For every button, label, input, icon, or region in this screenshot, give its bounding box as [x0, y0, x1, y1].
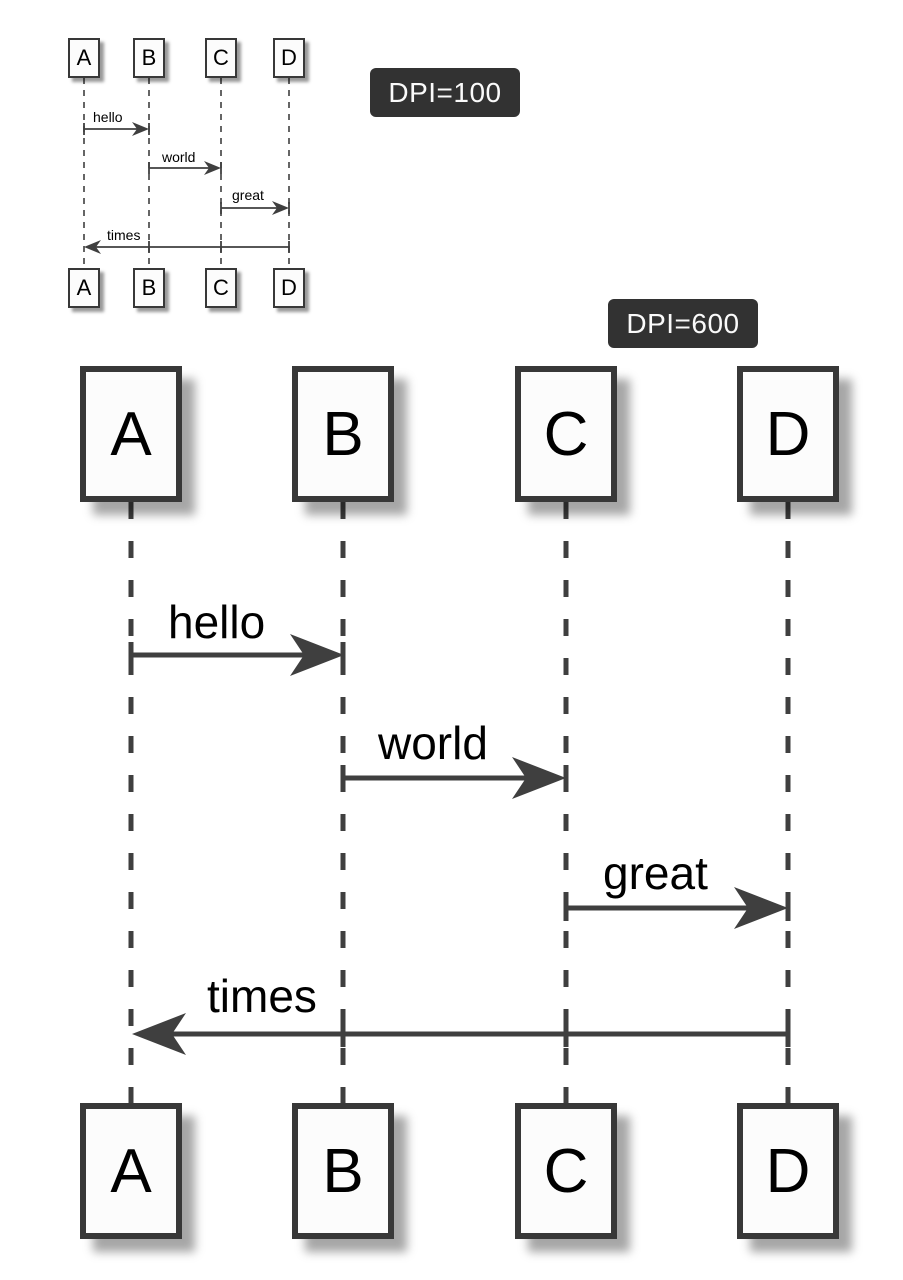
participant-label: B — [322, 399, 364, 469]
arrowhead-right-icon — [204, 161, 221, 175]
participant-box-d-top-large: D — [737, 366, 839, 502]
arrowhead-right-icon — [512, 757, 566, 799]
message-label-world-large: world — [378, 717, 488, 769]
arrowhead-right-icon — [132, 122, 149, 136]
participant-label: D — [281, 45, 297, 70]
participant-box-a-top-large: A — [80, 366, 182, 502]
participant-box-c-top-small: C — [205, 38, 237, 78]
participant-box-d-bottom-small: D — [273, 268, 305, 308]
participant-box-a-top-small: A — [68, 38, 100, 78]
participant-box-c-bottom-small: C — [205, 268, 237, 308]
participant-label: B — [141, 275, 157, 300]
arrowhead-right-icon — [272, 201, 289, 215]
participant-box-b-bottom-large: B — [292, 1103, 394, 1239]
participant-label: B — [322, 1136, 364, 1206]
arrowhead-right-icon — [734, 887, 788, 929]
participant-box-a-bottom-large: A — [80, 1103, 182, 1239]
dpi-600-badge: DPI=600 — [608, 299, 758, 348]
message-label-great-small: great — [232, 187, 264, 203]
participant-box-d-bottom-large: D — [737, 1103, 839, 1239]
messages-small — [83, 122, 290, 254]
dpi-100-badge: DPI=100 — [370, 68, 520, 117]
arrowhead-left-icon — [132, 1013, 186, 1055]
participant-label: A — [76, 275, 92, 300]
lifelines-small — [83, 78, 290, 268]
message-label-times-small: times — [107, 227, 141, 243]
participant-label: A — [76, 45, 92, 70]
participant-box-d-top-small: D — [273, 38, 305, 78]
participant-label: C — [213, 45, 229, 70]
participant-label: C — [213, 275, 229, 300]
message-label-times-large: times — [207, 970, 317, 1022]
message-label-world-small: world — [162, 149, 196, 165]
participant-box-b-top-large: B — [292, 366, 394, 502]
participant-label: A — [110, 1136, 152, 1206]
participant-box-c-top-large: C — [515, 366, 617, 502]
participant-label: D — [765, 399, 811, 469]
participant-label: C — [543, 399, 589, 469]
participant-label: A — [110, 399, 152, 469]
arrowhead-left-icon — [84, 240, 101, 254]
participant-box-b-bottom-small: B — [133, 268, 165, 308]
participant-box-b-top-small: B — [133, 38, 165, 78]
message-label-great-large: great — [603, 847, 708, 899]
message-label-hello-small: hello — [93, 109, 123, 125]
participant-label: D — [765, 1136, 811, 1206]
arrowhead-right-icon — [290, 634, 344, 676]
participant-label: C — [543, 1136, 589, 1206]
participant-box-c-bottom-large: C — [515, 1103, 617, 1239]
participant-label: D — [281, 275, 297, 300]
participant-label: B — [141, 45, 157, 70]
message-label-hello-large: hello — [168, 596, 266, 648]
participant-box-a-bottom-small: A — [68, 268, 100, 308]
messages-large — [128, 634, 791, 1055]
